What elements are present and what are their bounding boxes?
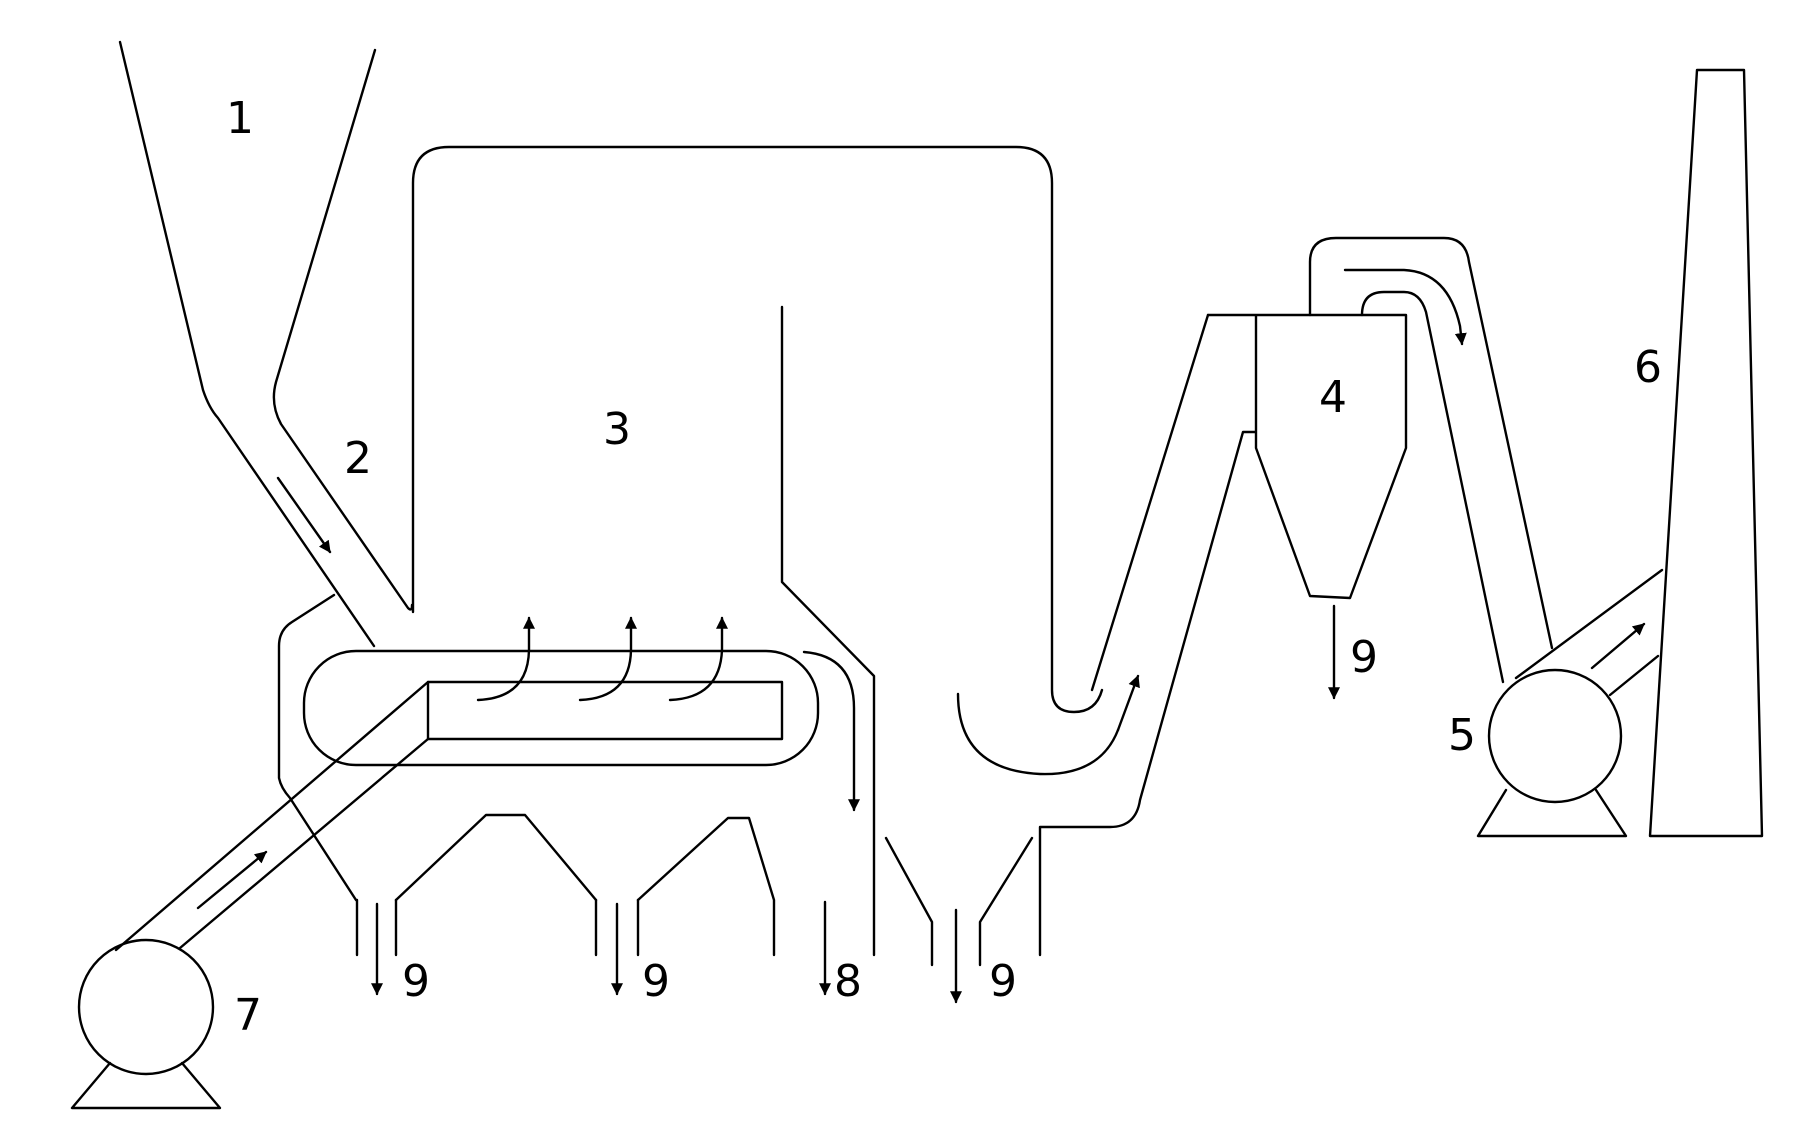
primary-air-blower xyxy=(70,680,430,1110)
flue-hoppers xyxy=(884,430,1257,967)
label-blower: 7 xyxy=(234,990,262,1041)
cyclone-outlet-duct xyxy=(1308,236,1554,684)
label-furnace: 3 xyxy=(603,404,631,455)
feed-chute-arrow xyxy=(276,476,332,554)
induced-draft-fan xyxy=(1476,568,1664,838)
feed-hopper xyxy=(118,40,414,648)
label-cyclone: 4 xyxy=(1319,372,1347,423)
furnace-walls xyxy=(277,145,1104,957)
cyclone-separator xyxy=(1206,313,1408,600)
label-discharge-1: 9 xyxy=(402,956,430,1007)
label-discharge-4: 9 xyxy=(1350,632,1378,683)
label-stack: 6 xyxy=(1634,342,1662,393)
label-discharge-2: 9 xyxy=(642,956,670,1007)
label-discharge-3: 9 xyxy=(989,956,1017,1007)
combustion-grate xyxy=(302,649,820,767)
flue-gas-turn xyxy=(956,674,1140,776)
duct-to-cyclone xyxy=(1090,313,1210,692)
flue-gas-arrow xyxy=(802,650,860,812)
ash-discharge-arrows xyxy=(371,900,962,1004)
label-flue-outlet: 8 xyxy=(834,956,862,1007)
label-fan: 5 xyxy=(1448,710,1476,761)
label-hopper: 1 xyxy=(226,93,254,144)
chimney-stack xyxy=(1648,68,1764,838)
air-flow-arrows xyxy=(476,616,728,702)
label-chute: 2 xyxy=(344,433,372,484)
